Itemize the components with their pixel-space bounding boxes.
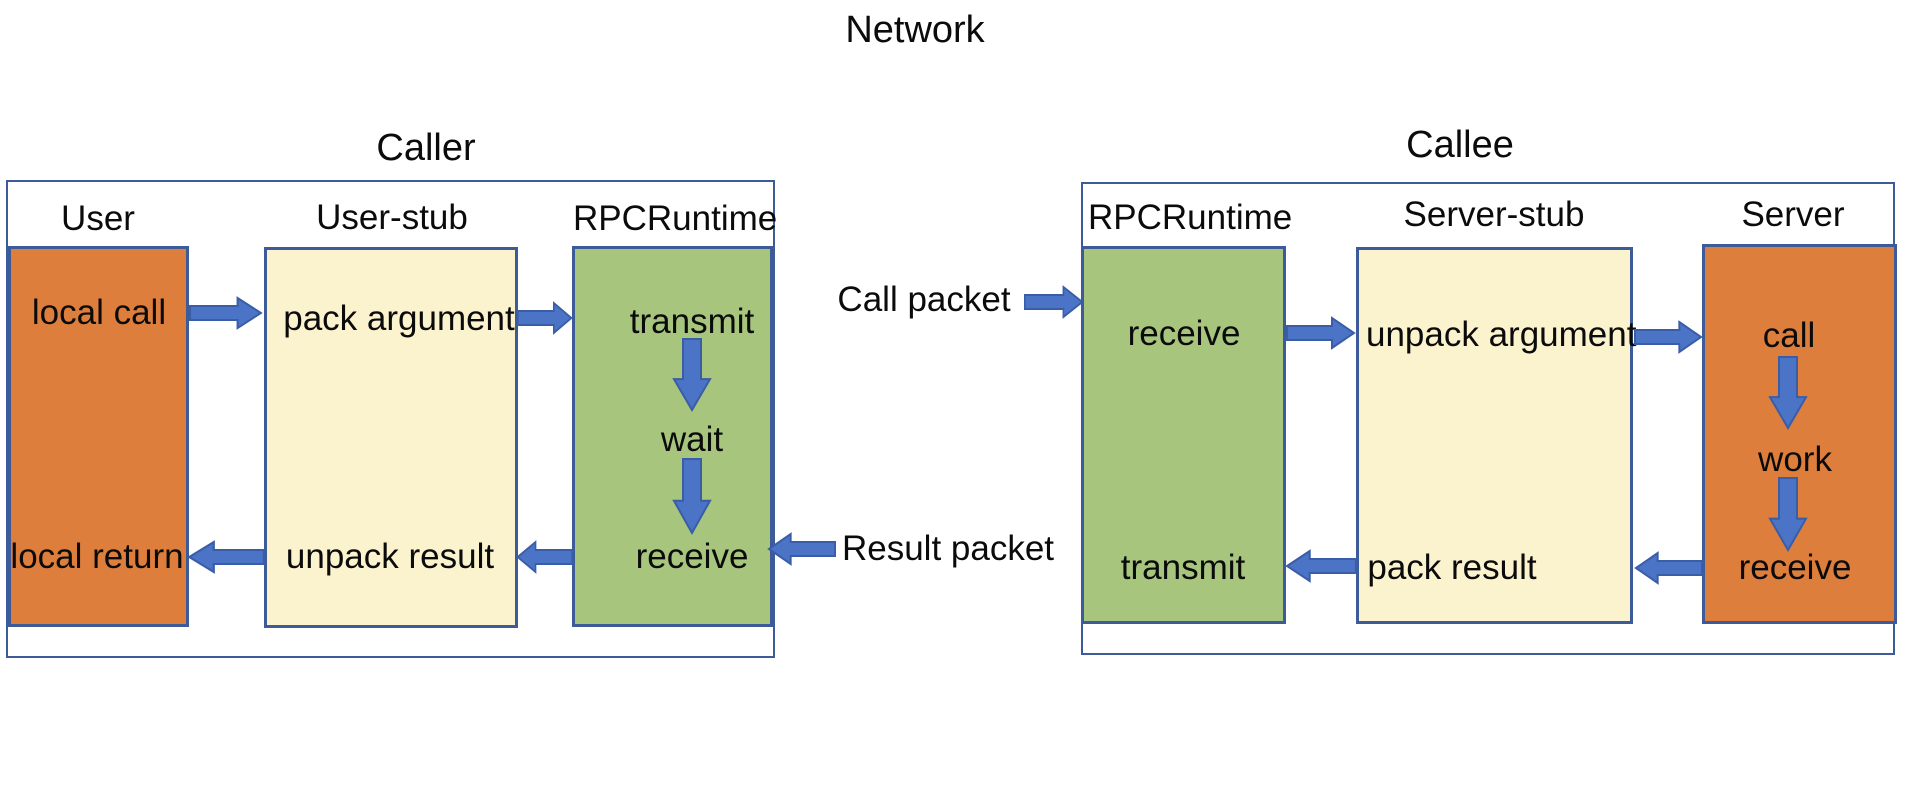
caller-rpc-runtime-box xyxy=(572,246,773,627)
step-local-return: local return xyxy=(10,537,184,576)
unpack-result-to-local-return-arrow xyxy=(187,540,265,574)
step-unpack-argument: unpack argument xyxy=(1366,315,1637,354)
step-receive-callee: receive xyxy=(1127,314,1241,353)
callee-server-stub-box xyxy=(1356,247,1633,624)
left-arrow-icon xyxy=(1285,549,1357,583)
step-pack-result: pack result xyxy=(1367,548,1537,587)
callee-header-server-stub: Server-stub xyxy=(1403,195,1585,234)
step-receive-server: receive xyxy=(1738,548,1852,587)
callee-rpc-runtime-box xyxy=(1081,246,1286,624)
step-call: call xyxy=(1762,316,1816,355)
callee-server-box xyxy=(1702,244,1897,624)
left-arrow-icon xyxy=(1634,551,1703,585)
work-to-receive-arrow xyxy=(1768,477,1808,552)
step-pack-argument: pack argument xyxy=(283,299,515,338)
transmit-to-wait-arrow xyxy=(672,338,712,412)
down-arrow-icon xyxy=(672,458,712,535)
down-arrow-icon xyxy=(1768,477,1808,552)
caller-header-user-stub: User-stub xyxy=(316,198,468,237)
right-arrow-icon xyxy=(1634,320,1703,354)
step-local-call: local call xyxy=(31,293,167,332)
right-arrow-icon xyxy=(517,301,573,335)
pack-result-to-transmit-arrow xyxy=(1285,549,1357,583)
right-arrow-icon xyxy=(189,296,263,330)
right-arrow-icon xyxy=(1286,316,1356,350)
right-arrow-icon xyxy=(1024,285,1084,319)
call-packet-label: Call packet xyxy=(837,280,1011,319)
call-packet-arrow xyxy=(1024,285,1084,319)
result-packet-arrow xyxy=(767,532,836,566)
step-receive-caller: receive xyxy=(635,537,749,576)
down-arrow-icon xyxy=(1768,356,1808,430)
unpack-argument-to-call-arrow xyxy=(1634,320,1703,354)
receive-to-pack-result-arrow xyxy=(1634,551,1703,585)
left-arrow-icon xyxy=(767,532,836,566)
receive-to-unpack-result-arrow xyxy=(516,540,573,574)
wait-to-receive-arrow xyxy=(672,458,712,535)
step-transmit-callee: transmit xyxy=(1120,548,1246,587)
caller-title: Caller xyxy=(376,127,476,169)
network-title: Network xyxy=(845,9,985,51)
local-call-to-pack-argument-arrow xyxy=(189,296,263,330)
receive-to-unpack-argument-arrow xyxy=(1286,316,1356,350)
callee-header-rpc-runtime: RPCRuntime xyxy=(1088,198,1293,237)
caller-header-rpc-runtime: RPCRuntime xyxy=(573,199,778,238)
left-arrow-icon xyxy=(187,540,265,574)
step-transmit-caller: transmit xyxy=(629,302,755,341)
step-wait: wait xyxy=(660,420,724,459)
caller-user-stub-box xyxy=(264,247,518,628)
step-work: work xyxy=(1758,440,1832,479)
result-packet-label: Result packet xyxy=(841,529,1055,568)
callee-header-server: Server xyxy=(1741,195,1845,234)
caller-header-user: User xyxy=(61,199,135,238)
down-arrow-icon xyxy=(672,338,712,412)
callee-title: Callee xyxy=(1406,124,1514,166)
left-arrow-icon xyxy=(516,540,573,574)
call-to-work-arrow xyxy=(1768,356,1808,430)
caller-user-box xyxy=(8,246,189,627)
step-unpack-result: unpack result xyxy=(285,537,495,576)
pack-argument-to-transmit-arrow xyxy=(517,301,573,335)
